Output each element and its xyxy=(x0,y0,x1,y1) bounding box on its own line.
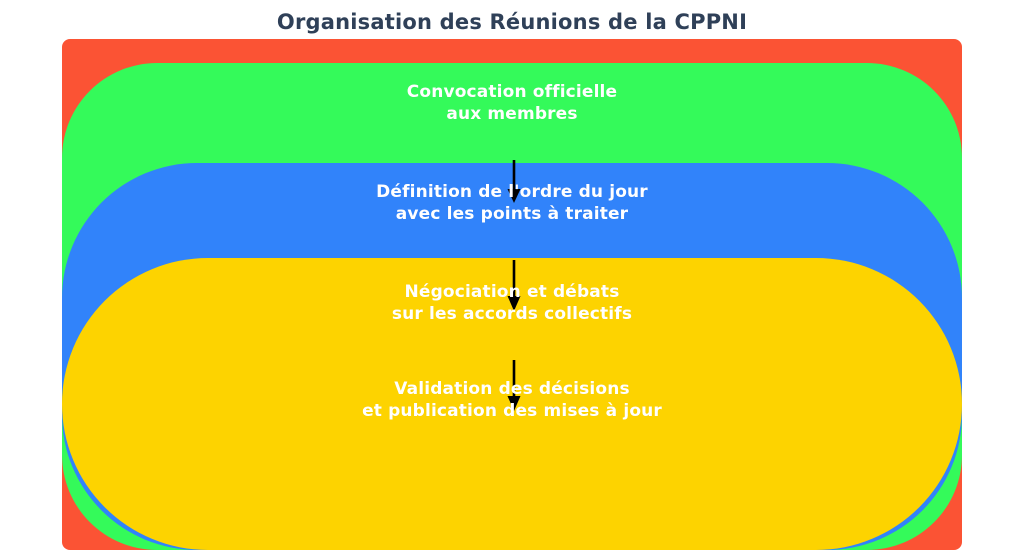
funnel-label-4: Validation des décisions et publication … xyxy=(362,379,662,421)
funnel-label-3: Négociation et débats sur les accords co… xyxy=(391,282,633,324)
funnel-label-1: Convocation officielle aux membres xyxy=(406,82,618,124)
funnel-label-2: Définition de l'ordre du jour avec les p… xyxy=(376,182,648,224)
flow-arrow-3 xyxy=(501,360,527,412)
page-title: Organisation des Réunions de la CPPNI xyxy=(276,10,748,34)
flow-arrow-1 xyxy=(501,160,527,204)
flow-arrow-2 xyxy=(501,260,527,312)
